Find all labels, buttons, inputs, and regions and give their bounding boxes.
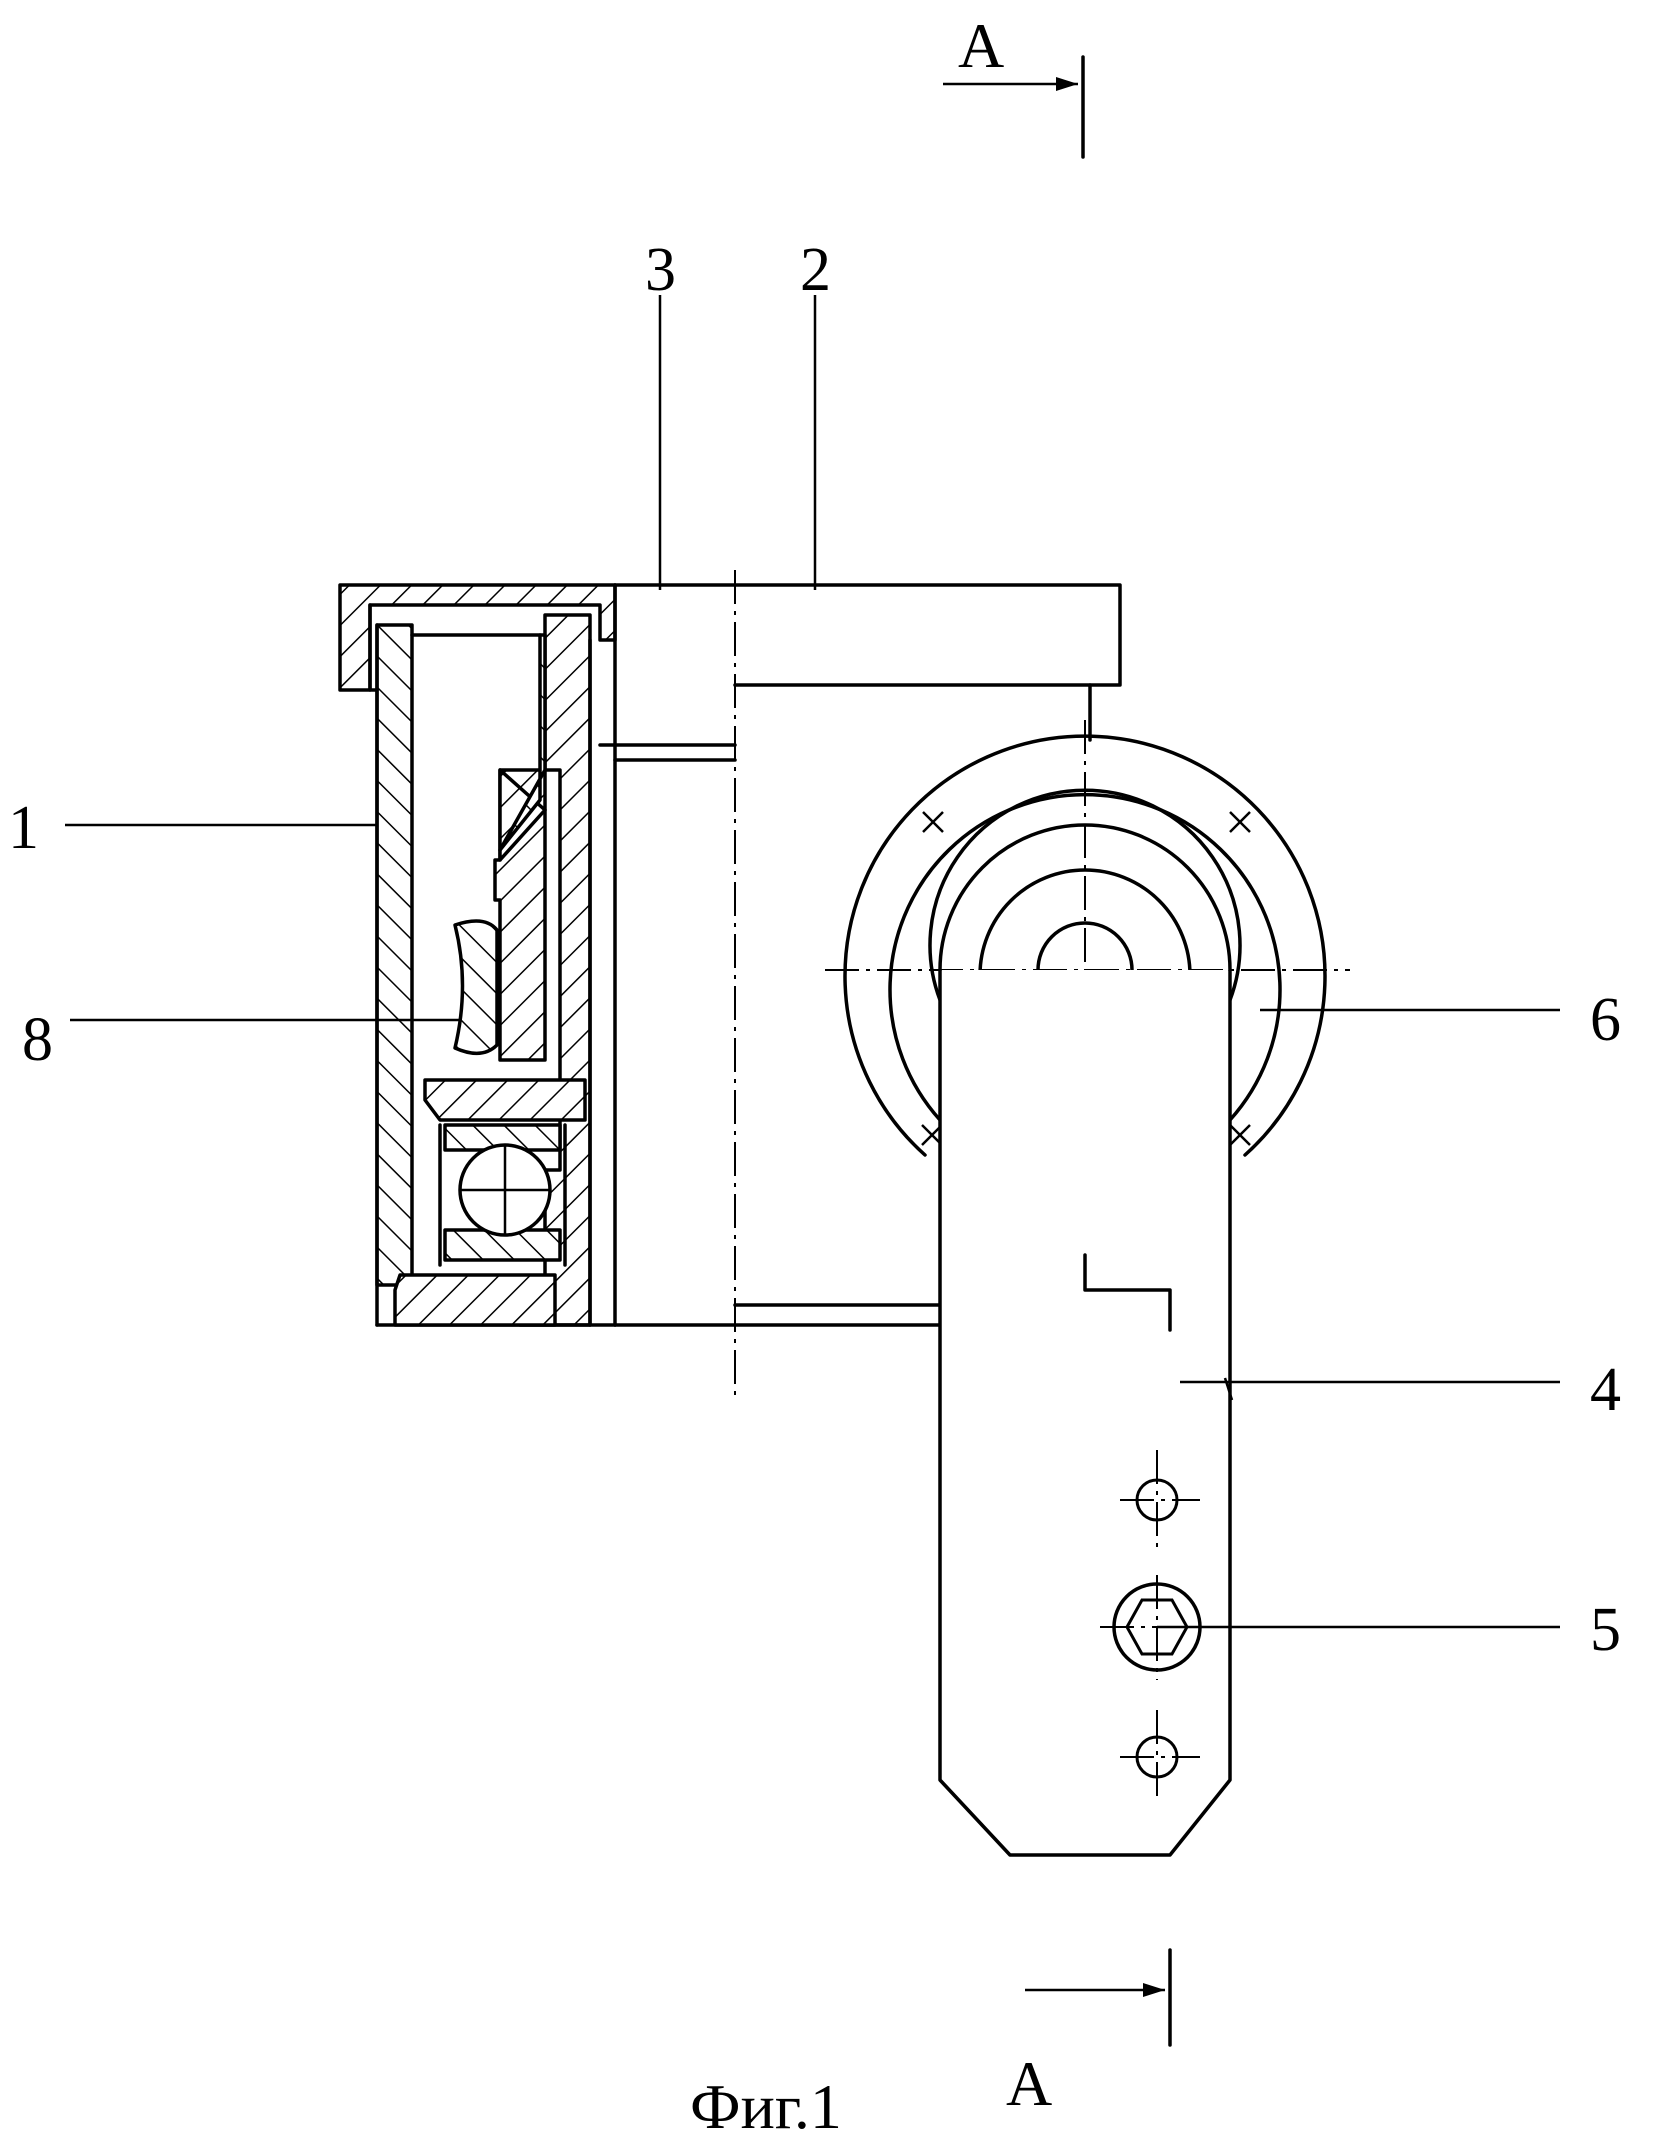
label-part-8: 8: [22, 1006, 53, 1074]
figure-caption: Фиг.1: [690, 2071, 842, 2142]
label-part-3: 3: [645, 236, 676, 304]
label-part-6: 6: [1590, 986, 1621, 1054]
section-label-top: A: [958, 10, 1004, 81]
lever-part-4: [940, 825, 1232, 1855]
label-part-5: 5: [1590, 1596, 1621, 1664]
section-label-bottom: A: [1006, 2048, 1052, 2119]
leader-lines: [65, 295, 1560, 1627]
section-mark-top: A: [943, 10, 1083, 157]
label-part-1: 1: [8, 794, 39, 862]
housing-part-1: [340, 585, 615, 1325]
section-mark-bottom: A: [1006, 1950, 1170, 2119]
label-part-2: 2: [800, 236, 831, 304]
label-part-4: 4: [1590, 1356, 1621, 1424]
